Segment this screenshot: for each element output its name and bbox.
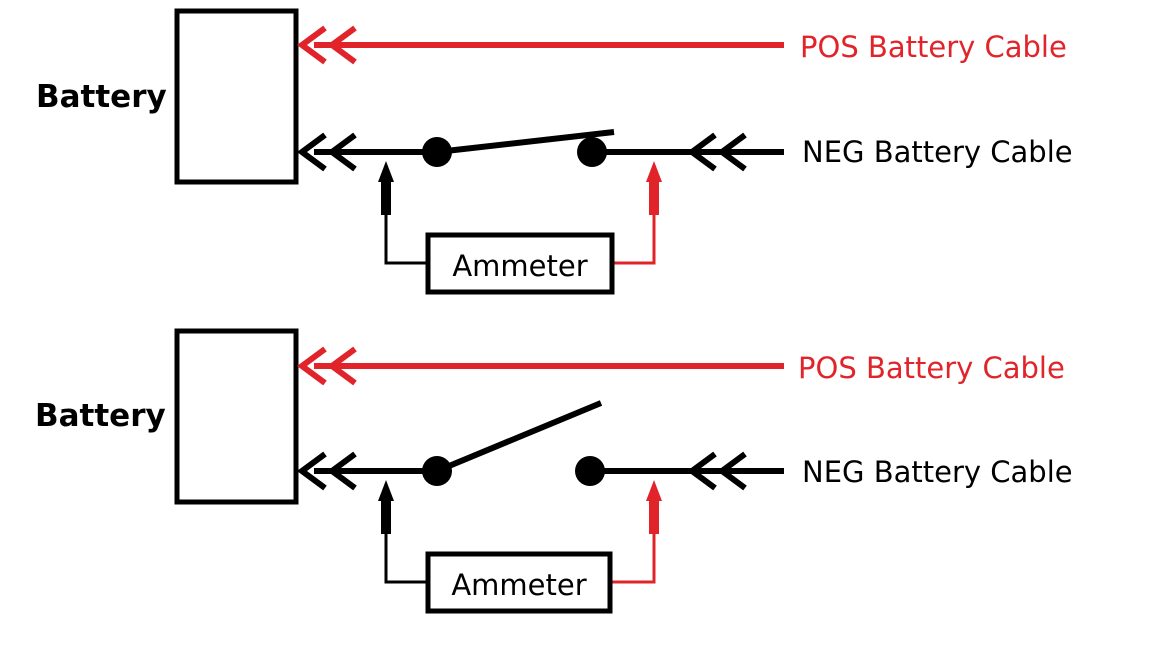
neg-cable [590,451,784,491]
ammeter-label: Ammeter [452,249,587,283]
pos-cable-label: POS Battery Cable [798,351,1065,385]
neg-cable-label: NEG Battery Cable [802,455,1073,489]
ammeter-red-lead [612,161,662,265]
ammeter-black-lead [378,161,428,265]
neg-battery-connector [296,451,437,491]
switch-open [422,400,605,486]
ammeter-red-lead [610,480,662,584]
circuit-closed-switch: Battery POS Battery Cable NEG Battery C [36,8,1073,295]
pos-cable [296,346,784,386]
ammeter-box [425,551,613,614]
battery-label: Battery [35,398,166,434]
pos-cable [296,25,784,65]
ammeter-label: Ammeter [451,568,586,602]
circuit-open-switch: Battery POS Battery Cable NEG Battery C [35,328,1073,614]
switch-closed [422,129,615,167]
neg-battery-connector [296,132,437,172]
ammeter-black-lead [378,480,428,584]
pos-cable-label: POS Battery Cable [800,30,1067,64]
battery-label: Battery [36,79,167,115]
neg-cable [592,132,784,172]
ammeter-box [425,232,615,295]
battery-box [174,8,299,185]
neg-cable-label: NEG Battery Cable [802,135,1073,169]
battery-box [174,328,299,505]
